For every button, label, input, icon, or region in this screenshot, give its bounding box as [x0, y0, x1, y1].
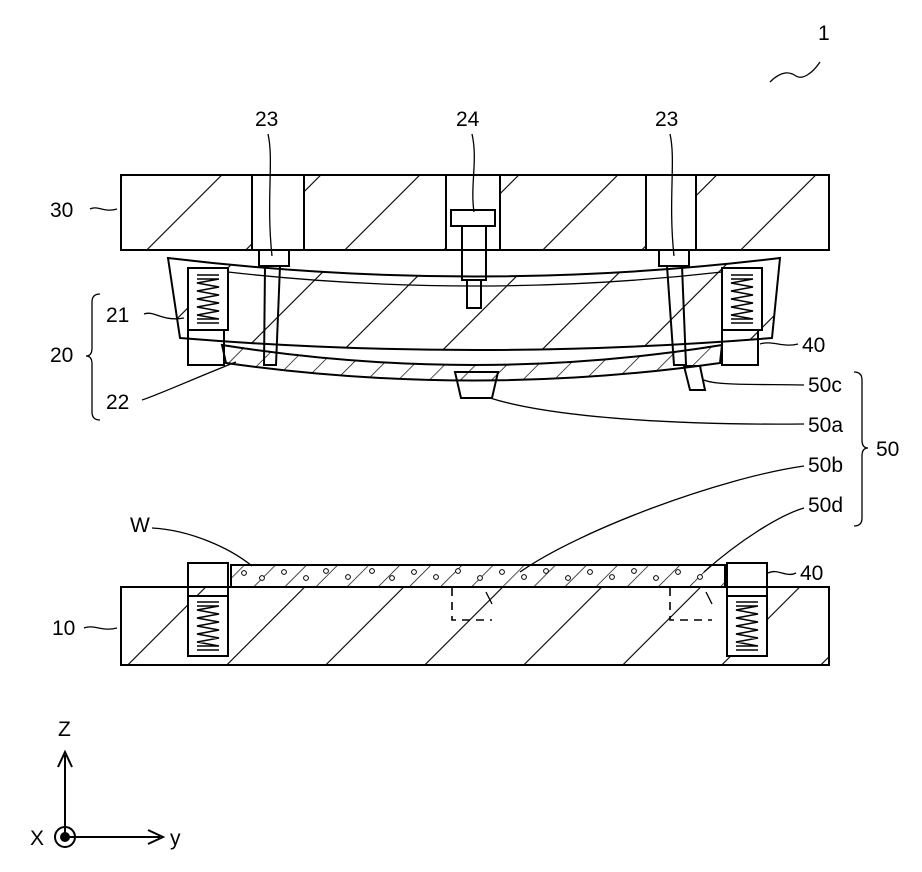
part-c-label: 50c: [808, 374, 842, 397]
axis-z-label: Z: [58, 718, 71, 741]
part-a-label: 50a: [808, 414, 843, 437]
stopper-upper-label: 40: [802, 334, 825, 357]
axis-x-label: X: [30, 827, 44, 850]
tip-50c: [684, 366, 705, 390]
cutting-group-brace: [854, 372, 868, 526]
axis-indicator: [55, 752, 163, 847]
top-plate-label: 30: [50, 199, 73, 222]
workpiece-label: W: [130, 514, 150, 537]
part-b-label: 50b: [808, 454, 843, 477]
axis-y-label: y: [170, 827, 181, 850]
head-upper-label: 21: [106, 304, 129, 327]
stopper-upper-leader: [760, 343, 798, 345]
stage-leader: [84, 627, 117, 629]
part-a-leader: [490, 398, 804, 424]
head-lower-label: 22: [106, 391, 129, 414]
head-group-brace: [86, 294, 100, 420]
workpiece-leader: [152, 528, 252, 566]
part-d-label: 50d: [808, 494, 843, 517]
pin-center-label: 24: [456, 108, 480, 131]
head-lower-leader: [142, 362, 236, 400]
device-label: 1: [818, 22, 830, 45]
head-assembly: [168, 258, 780, 381]
part-b-leader: [520, 466, 804, 572]
head-group-label: 20: [50, 344, 73, 367]
top-plate: [121, 175, 829, 250]
pin-left-label: 23: [255, 108, 278, 131]
pin-right-label: 23: [655, 108, 678, 131]
device-leader: [770, 62, 820, 82]
top-plate-leader: [90, 208, 117, 210]
part-c-leader: [704, 380, 804, 385]
stage-label: 10: [52, 617, 75, 640]
workpiece: [231, 565, 725, 587]
stopper-lower-leader: [768, 572, 796, 575]
stopper-lower-label: 40: [800, 562, 823, 585]
cutting-group-label: 50: [876, 438, 899, 461]
stage: [121, 587, 829, 665]
